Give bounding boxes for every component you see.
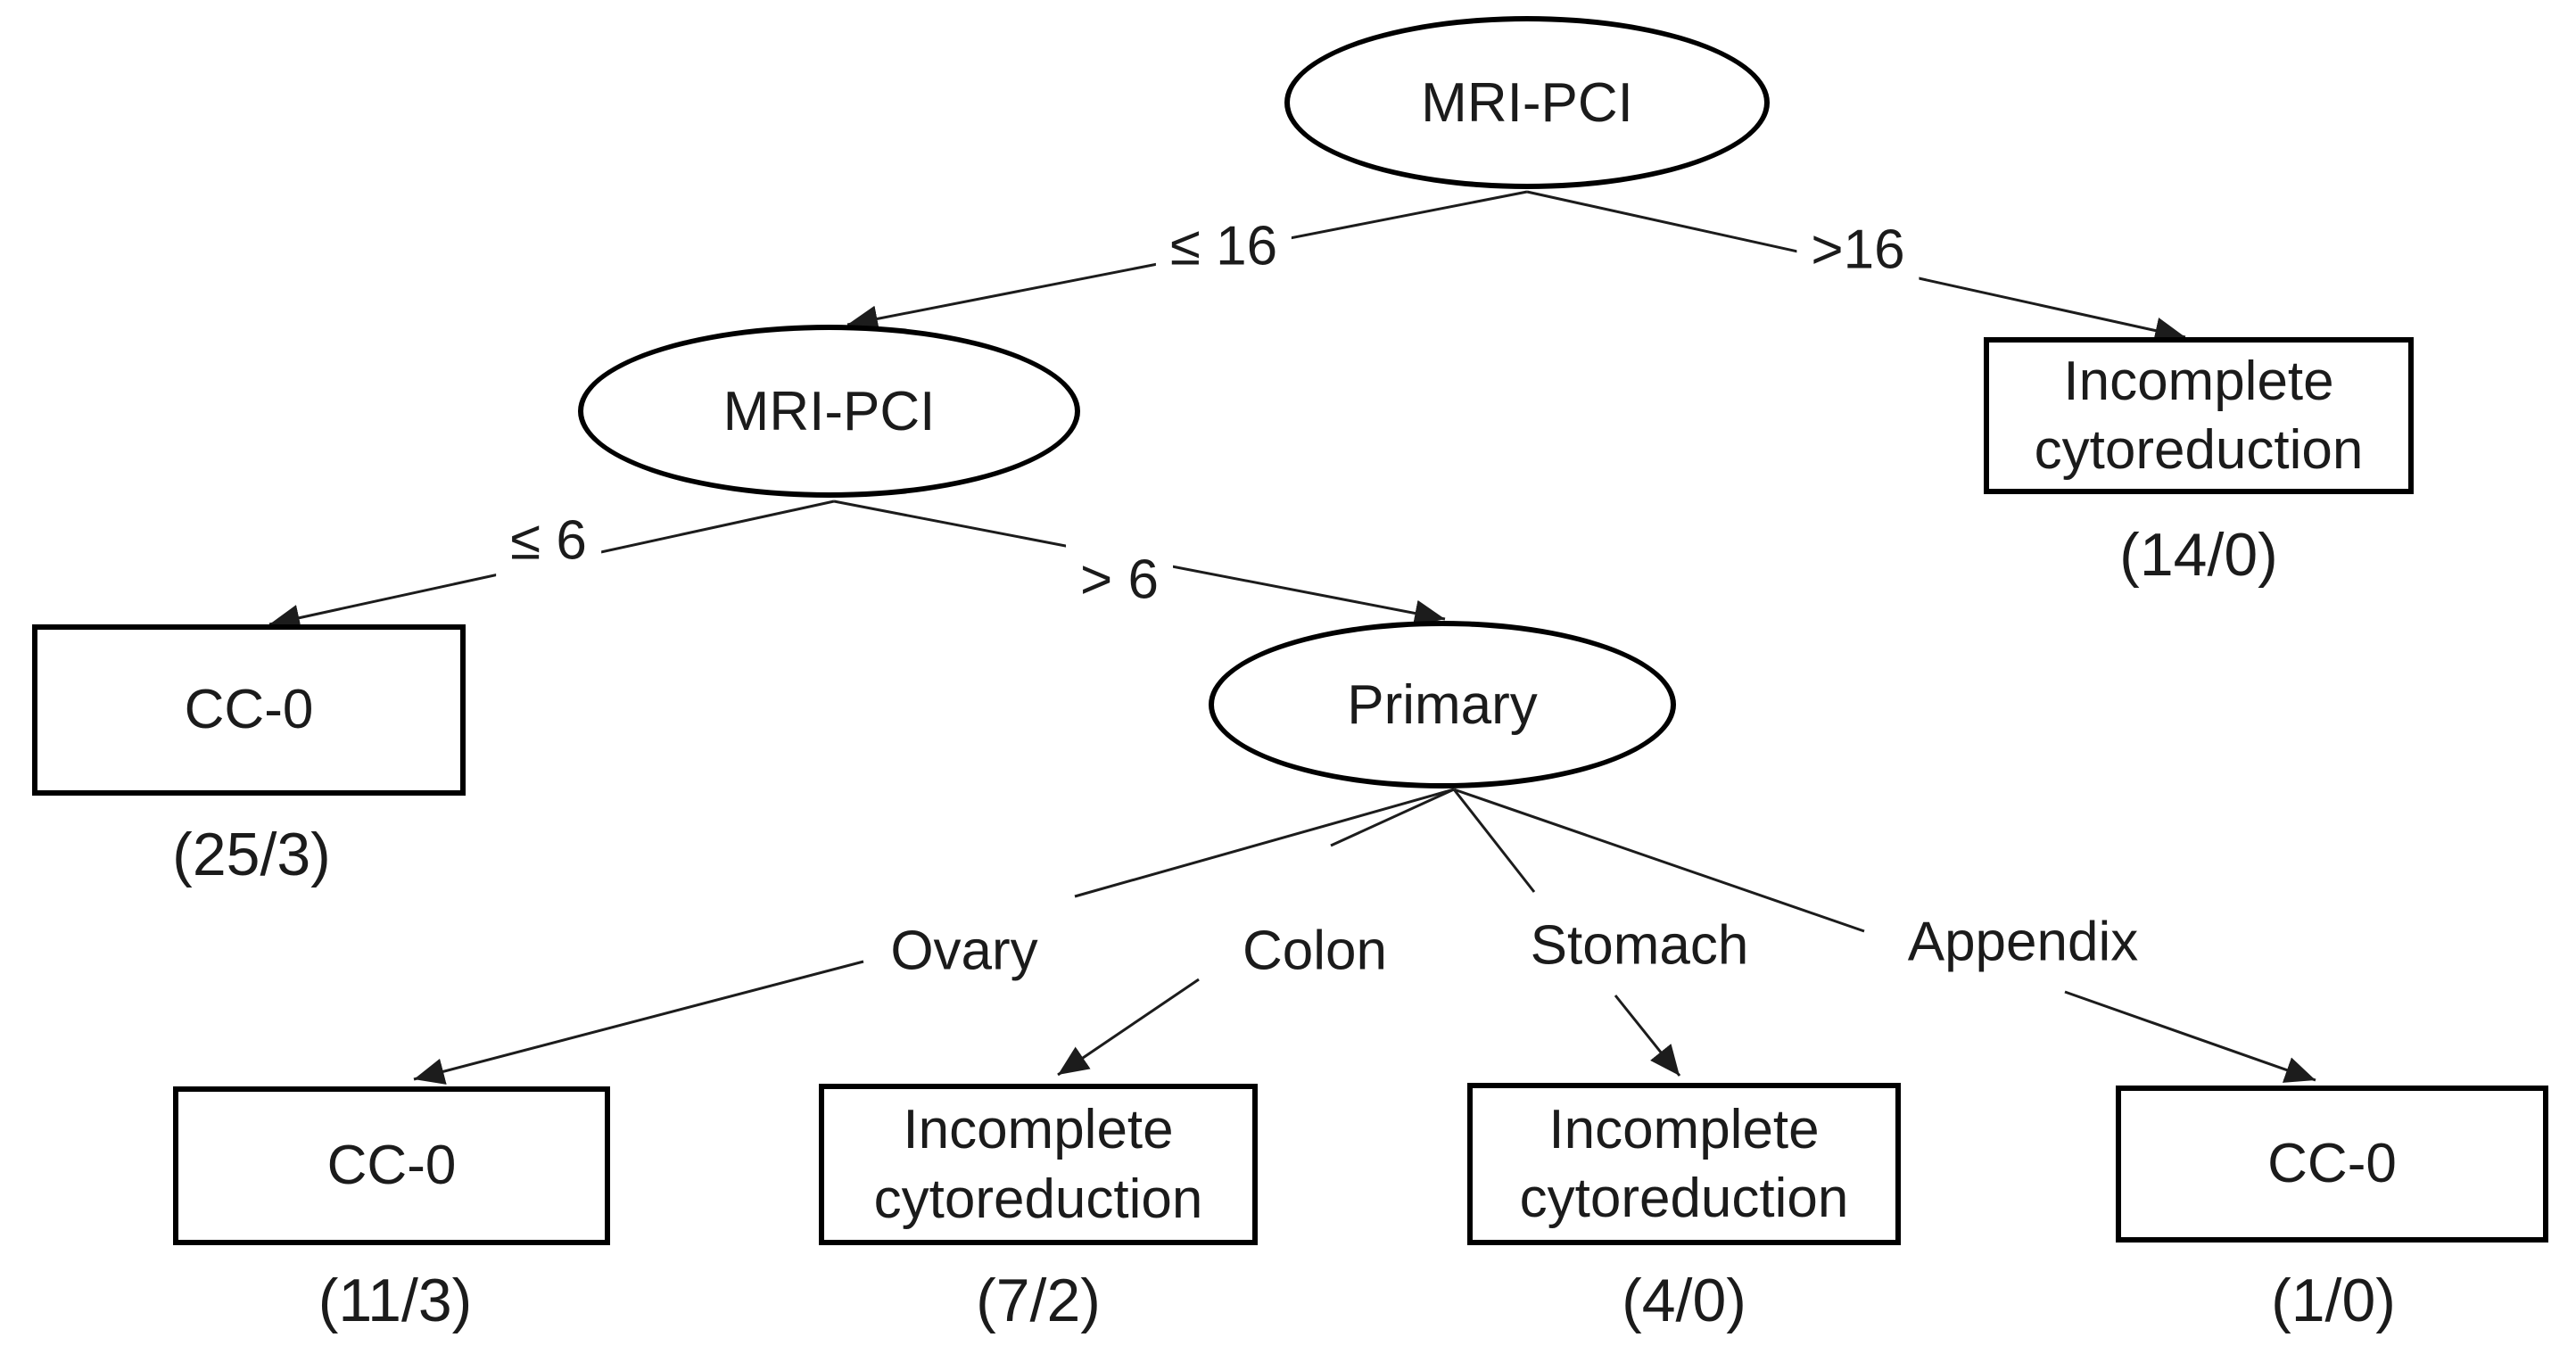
edge-appendix-lower bbox=[2064, 990, 2316, 1083]
edge-stomach-upper bbox=[1452, 788, 1536, 893]
outcome-stomach-label: Incomplete cytoreduction bbox=[1519, 1098, 1849, 1230]
edge-label-gt6: > 6 bbox=[1066, 539, 1173, 621]
outcome-box-gt16: Incomplete cytoreduction bbox=[1984, 337, 2414, 494]
outcome-le6-label: CC-0 bbox=[184, 679, 314, 741]
outcome-colon-label: Incomplete cytoreduction bbox=[873, 1099, 1203, 1230]
edge-ovary-lower bbox=[413, 960, 864, 1085]
node-root-mri-pci: MRI-PCI bbox=[1284, 16, 1770, 189]
outcome-ovary-label: CC-0 bbox=[326, 1135, 457, 1197]
edge-colon-lower bbox=[1057, 978, 1200, 1077]
node-primary-label: Primary bbox=[1347, 673, 1538, 736]
outcome-ovary-count: (11/3) bbox=[318, 1267, 473, 1334]
edge-label-stomach: Stomach bbox=[1515, 904, 1763, 987]
outcome-box-le6: CC-0 bbox=[32, 624, 466, 796]
edge-label-le6: ≤ 6 bbox=[496, 499, 601, 582]
outcome-gt16-label: Incomplete cytoreduction bbox=[2034, 350, 2364, 482]
edge-stomach-lower bbox=[1614, 995, 1681, 1077]
outcome-appendix-label: CC-0 bbox=[2267, 1133, 2397, 1195]
node-root-label: MRI-PCI bbox=[1421, 71, 1633, 134]
edge-ovary-upper bbox=[1074, 788, 1455, 898]
edge-label-gt16: >16 bbox=[1796, 209, 1920, 291]
edge-label-le16: ≤ 16 bbox=[1155, 205, 1292, 287]
outcome-stomach-count: (4/0) bbox=[1622, 1267, 1746, 1334]
edge-colon-upper bbox=[1330, 788, 1455, 847]
edge-label-ovary: Ovary bbox=[876, 910, 1053, 992]
node-primary: Primary bbox=[1209, 621, 1676, 788]
outcome-box-appendix: CC-0 bbox=[2116, 1086, 2548, 1243]
outcome-box-stomach: Incomplete cytoreduction bbox=[1467, 1083, 1901, 1245]
outcome-colon-count: (7/2) bbox=[976, 1267, 1101, 1334]
outcome-le6-count: (25/3) bbox=[172, 821, 331, 888]
outcome-box-colon: Incomplete cytoreduction bbox=[819, 1084, 1258, 1245]
edge-appendix-upper bbox=[1453, 788, 1865, 933]
node-second-label: MRI-PCI bbox=[722, 380, 936, 442]
edge-label-appendix: Appendix bbox=[1893, 901, 2153, 983]
outcome-appendix-count: (1/0) bbox=[2271, 1267, 2396, 1334]
outcome-gt16-count: (14/0) bbox=[2119, 521, 2278, 589]
outcome-box-ovary: CC-0 bbox=[173, 1086, 610, 1245]
node-second-mri-pci: MRI-PCI bbox=[578, 325, 1080, 498]
edge-label-colon: Colon bbox=[1228, 910, 1401, 992]
